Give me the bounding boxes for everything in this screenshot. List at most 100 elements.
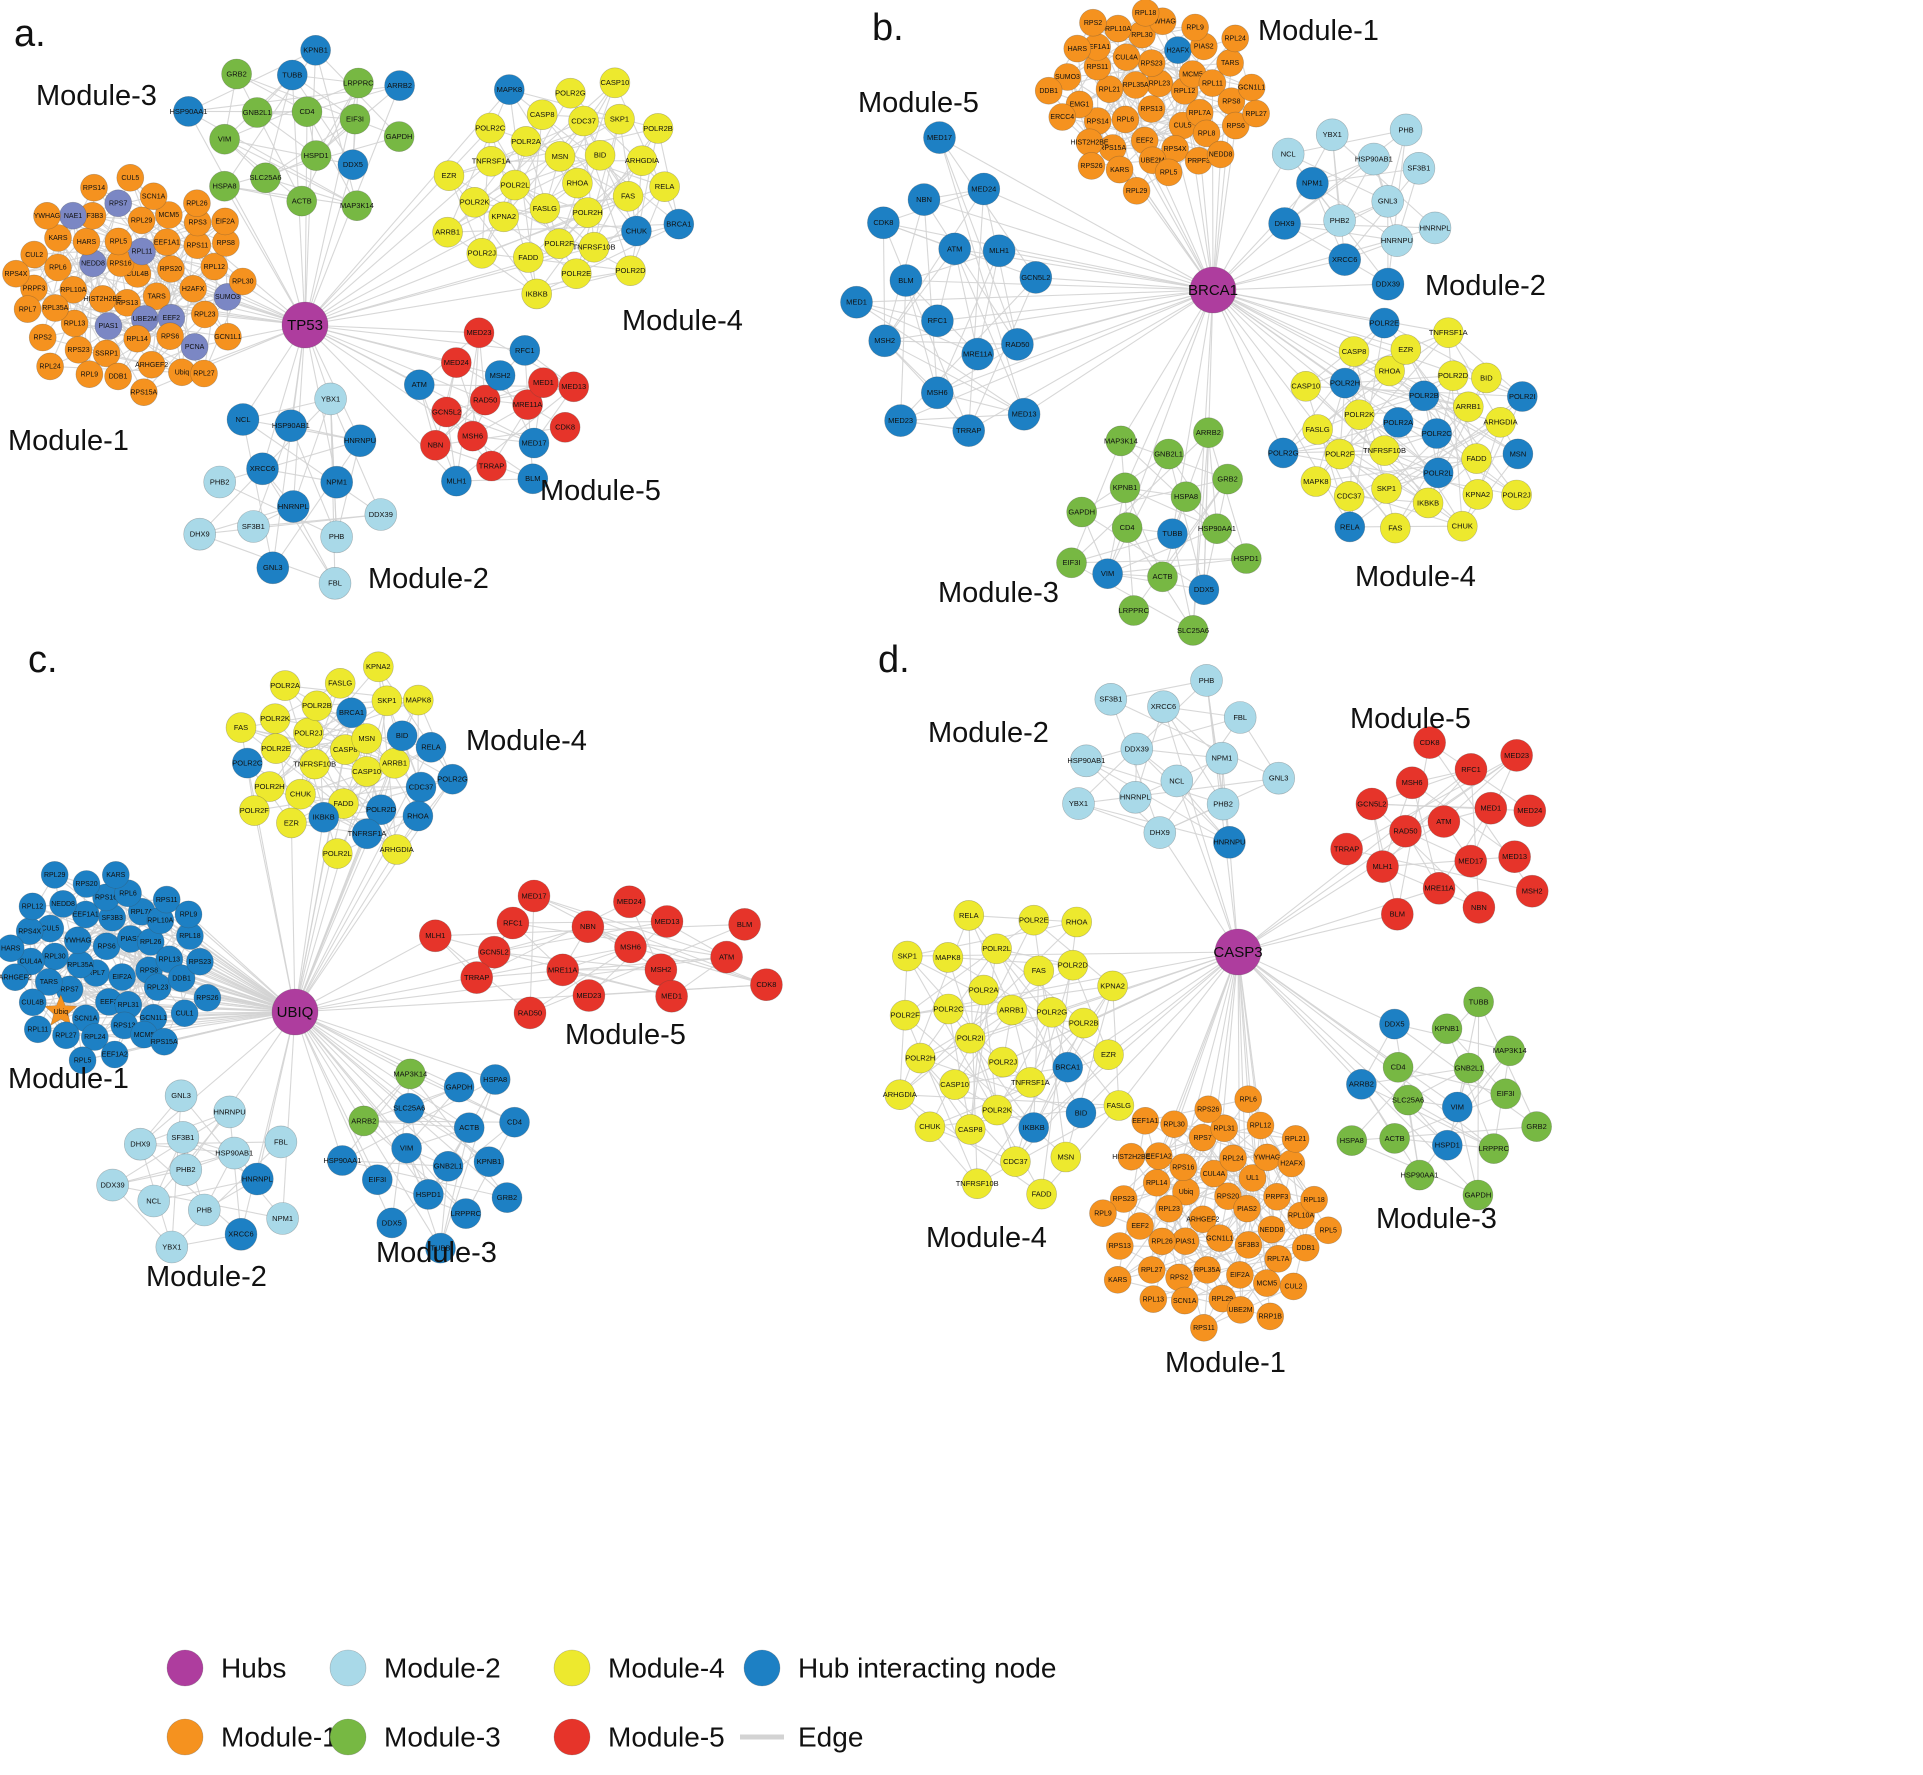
- gene-node: [1181, 13, 1209, 42]
- gene-node: [521, 278, 553, 310]
- edge: [342, 1159, 449, 1167]
- legend-label: Edge: [798, 1722, 863, 1753]
- gene-node: [1155, 1194, 1183, 1223]
- edge: [139, 1143, 242, 1235]
- gene-node: [276, 59, 308, 91]
- edge: [224, 138, 358, 207]
- edge: [529, 895, 535, 1013]
- gene-node: [116, 164, 145, 192]
- gene-node: [1478, 1133, 1510, 1164]
- edge: [923, 199, 1018, 345]
- gene-node: [1117, 1142, 1146, 1171]
- gene-node: [211, 207, 239, 236]
- module-label: Module-2: [928, 717, 1049, 749]
- edge: [1477, 1001, 1480, 1196]
- gene-node: [914, 1111, 946, 1143]
- edge: [1339, 453, 1477, 460]
- gene-node: [1070, 744, 1103, 778]
- gene-node: [1338, 336, 1370, 367]
- gene-node: [1412, 487, 1444, 519]
- gene-node: [475, 146, 507, 177]
- gene-node: [526, 99, 558, 130]
- gene-node: [1, 963, 29, 992]
- hub-edge: [999, 250, 1214, 291]
- edge: [1397, 1066, 1506, 1095]
- gene-node: [1521, 1111, 1552, 1142]
- module-label: Module-1: [8, 1063, 129, 1095]
- module-label: Module-3: [376, 1237, 497, 1269]
- hub-label: CASP3: [1213, 944, 1262, 961]
- hub-edge: [1212, 289, 1385, 324]
- gene-node: [276, 807, 307, 839]
- gene-node: [1147, 690, 1180, 724]
- gene-node: [1122, 177, 1151, 205]
- gene-node: [1395, 766, 1429, 800]
- edge: [856, 301, 978, 355]
- gene-node: [1205, 741, 1239, 775]
- edge: [1456, 1106, 1479, 1196]
- legend-swatch-module3: [329, 1718, 367, 1756]
- gene-node: [59, 201, 87, 230]
- gene-node: [193, 983, 222, 1012]
- edge: [1446, 1028, 1495, 1149]
- gene-node: [391, 1132, 422, 1164]
- gene-node: [599, 67, 631, 99]
- edge: [533, 895, 727, 958]
- gene-node: [1253, 1269, 1281, 1297]
- edge: [503, 195, 629, 218]
- hub-edge: [1192, 289, 1214, 631]
- gene-node: [510, 126, 542, 157]
- legend-label: Hubs: [221, 1653, 286, 1684]
- gene-node: [1238, 1164, 1267, 1192]
- gene-node: [967, 172, 1001, 206]
- gene-node: [209, 123, 240, 155]
- gene-node: [1344, 399, 1375, 431]
- gene-node: [1206, 787, 1240, 821]
- gene-node: [1092, 558, 1123, 590]
- gene-node: [259, 703, 291, 735]
- gene-node: [920, 376, 954, 410]
- hub-edge: [1211, 83, 1214, 291]
- edge: [262, 468, 336, 584]
- hub-edge: [1118, 951, 1239, 1106]
- panel-c: CASP8CASP10TNFRSF10BMSNFADDPOLR2JARRB1CH…: [0, 639, 783, 1293]
- edge: [140, 1141, 281, 1145]
- gene-node: [460, 961, 494, 994]
- edge: [1371, 803, 1480, 908]
- edge: [1163, 706, 1224, 805]
- module-label: Module-1: [1258, 15, 1379, 47]
- gene-node: [626, 145, 658, 176]
- gene-node: [750, 968, 783, 1002]
- gene-node: [34, 968, 63, 996]
- edge: [456, 362, 566, 428]
- hub-node: [281, 301, 329, 349]
- gene-node: [1105, 425, 1137, 457]
- hub-edge: [294, 1011, 343, 1161]
- gene-node: [92, 339, 121, 368]
- gene-node: [1194, 1095, 1222, 1124]
- gene-node: [274, 409, 308, 443]
- gene-node: [94, 312, 123, 340]
- gene-node: [276, 490, 310, 523]
- gene-node: [1382, 1052, 1414, 1083]
- gene-node: [1019, 261, 1053, 294]
- gene-node: [558, 371, 590, 403]
- gene-node: [13, 295, 42, 323]
- gene-node: [952, 414, 986, 447]
- gene-node: [1111, 512, 1143, 543]
- gene-node: [1145, 1142, 1173, 1170]
- gene-node: [1447, 510, 1478, 542]
- gene-node: [457, 420, 488, 452]
- edge: [439, 1127, 470, 1249]
- hub-edge: [253, 810, 296, 1013]
- hub-node: [271, 988, 319, 1036]
- edge: [630, 946, 767, 986]
- gene-node: [264, 1125, 298, 1159]
- edge: [1288, 129, 1407, 155]
- gene-node: [425, 1232, 456, 1264]
- gene-node: [321, 838, 353, 869]
- gene-node: [300, 140, 332, 171]
- gene-node: [889, 999, 921, 1031]
